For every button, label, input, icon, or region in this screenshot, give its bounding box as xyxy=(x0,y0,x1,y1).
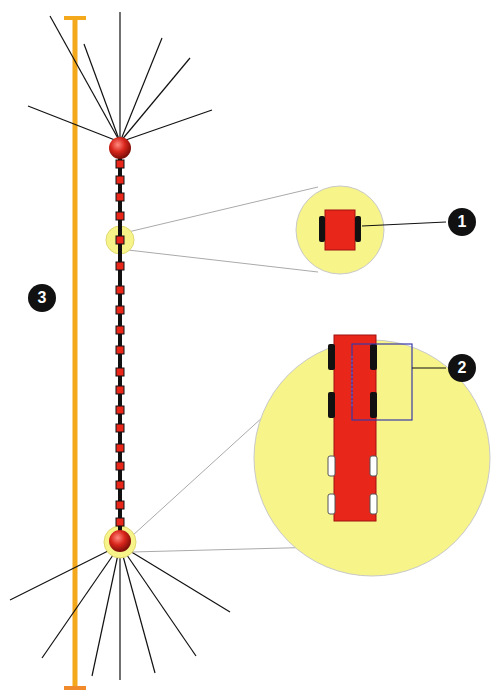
car xyxy=(116,160,124,168)
car xyxy=(116,236,124,244)
car xyxy=(116,481,124,489)
car xyxy=(116,193,124,201)
car xyxy=(116,346,124,354)
car-detail xyxy=(319,210,361,250)
zoom-circle xyxy=(296,186,384,274)
train-detail xyxy=(328,335,412,521)
car xyxy=(116,424,124,432)
cars xyxy=(116,160,124,526)
car xyxy=(116,306,124,314)
car xyxy=(116,501,124,509)
callout-text: 2 xyxy=(458,360,467,376)
car xyxy=(116,176,124,184)
car xyxy=(116,212,124,220)
callout-number: 2 xyxy=(448,354,476,382)
car xyxy=(116,444,124,452)
callout-text: 1 xyxy=(458,214,467,230)
station xyxy=(109,530,131,552)
length-bar xyxy=(64,18,86,688)
car xyxy=(116,386,124,394)
car xyxy=(116,262,124,270)
car xyxy=(116,286,124,294)
callout-number: 1 xyxy=(448,208,476,236)
car xyxy=(116,326,124,334)
car xyxy=(116,518,124,526)
car xyxy=(116,406,124,414)
station xyxy=(109,137,131,159)
leader-line xyxy=(412,367,446,368)
zoom-origin xyxy=(104,526,136,558)
car xyxy=(116,368,124,376)
callout-number: 3 xyxy=(28,284,56,312)
callout-text: 3 xyxy=(38,290,47,306)
car xyxy=(116,462,124,470)
leader-line xyxy=(362,222,446,226)
fan-lines xyxy=(10,12,230,680)
